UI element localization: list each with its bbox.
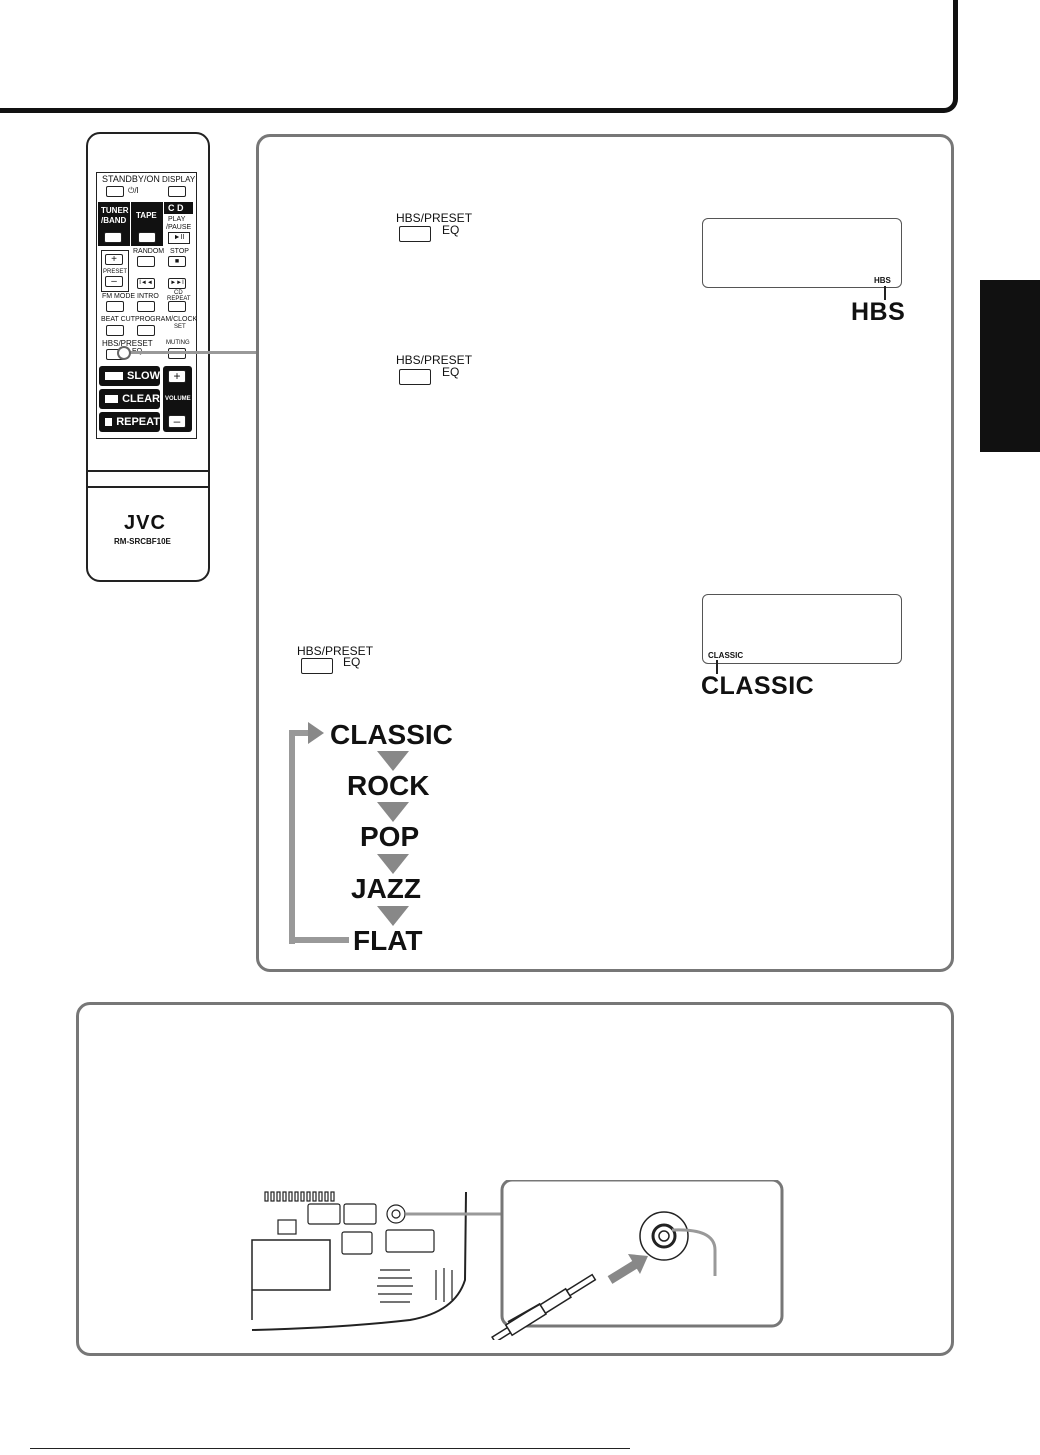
eq-text: EQ <box>442 223 460 237</box>
standby-button[interactable] <box>106 186 124 197</box>
eq-mode-classic: CLASSIC <box>330 719 453 750</box>
hbs-preset-text: HBS/PRESET <box>396 353 473 367</box>
cycle-arrow-line <box>289 730 311 736</box>
power-icon: ⏻/I <box>128 186 139 195</box>
program-button[interactable] <box>137 325 155 336</box>
phones-panel <box>76 1002 954 1356</box>
play-label: PLAY <box>168 216 186 223</box>
program-clock-label: PROGRAM/CLOCK <box>135 316 198 323</box>
lcd-display <box>702 594 902 664</box>
remote-divider <box>86 470 208 472</box>
slow-button[interactable]: SLOW <box>99 366 160 386</box>
standby-label: STANDBY/ON <box>102 174 160 184</box>
section-tab <box>980 280 1040 452</box>
random-label: RANDOM <box>133 248 165 255</box>
intro-label: INTRO <box>137 293 159 300</box>
next-button[interactable]: ►►I <box>168 278 186 289</box>
preset-label: PRESET <box>103 269 128 275</box>
remote-divider <box>86 486 208 488</box>
cd-repeat-button[interactable] <box>168 301 186 312</box>
cd-repeat-label: CD <box>174 290 183 296</box>
set-label: SET <box>174 324 186 330</box>
tape-button[interactable] <box>138 232 156 243</box>
footer-rule <box>30 1448 630 1449</box>
random-button[interactable] <box>137 256 155 267</box>
callout-line <box>884 286 886 300</box>
callout-line <box>122 351 258 354</box>
display-label: DISPLAY <box>162 175 196 184</box>
cycle-arrow-line <box>289 730 295 944</box>
eq-mode-rock: ROCK <box>347 770 430 801</box>
rear-panel-illustration <box>251 1180 784 1340</box>
eq-mode-pop: POP <box>360 821 420 852</box>
repeat-label: REPEAT <box>167 296 191 302</box>
hbs-preset-key[interactable] <box>399 226 431 242</box>
fm-mode-label: FM MODE <box>102 293 136 300</box>
hbs-preset-text: HBS/PRESET <box>396 211 473 225</box>
down-arrow-icon <box>377 906 409 926</box>
beat-cut-label: BEAT CUT <box>101 316 135 323</box>
eq-text: EQ <box>442 365 460 379</box>
preset-down-button[interactable]: – <box>105 276 123 287</box>
tuner-label: TUNER <box>101 206 129 215</box>
repeat-button[interactable]: REPEAT <box>99 412 160 432</box>
eq-text: EQ <box>343 655 361 669</box>
pause-label: /PAUSE <box>166 224 192 231</box>
fm-mode-button[interactable] <box>106 301 124 312</box>
clear-button[interactable]: CLEAR <box>99 389 160 409</box>
classic-callout: CLASSIC <box>701 672 815 700</box>
cd-label: C D <box>168 203 184 213</box>
remote-control <box>86 132 210 582</box>
callout-dot <box>117 346 131 360</box>
display-button[interactable] <box>168 186 186 197</box>
model-number: RM-SRCBF10E <box>114 537 171 546</box>
hbs-indicator: HBS <box>874 276 891 285</box>
tape-label: TAPE <box>136 211 157 220</box>
muting-label: MUTING <box>166 340 190 346</box>
header-frame <box>0 0 958 113</box>
eq-mode-jazz: JAZZ <box>351 873 421 904</box>
beat-cut-button[interactable] <box>106 325 124 336</box>
intro-button[interactable] <box>137 301 155 312</box>
hbs-preset-key[interactable] <box>399 369 431 385</box>
hbs-preset-text: HBS/PRESET <box>297 644 374 658</box>
remote-button-area <box>96 172 197 439</box>
preset-up-button[interactable]: + <box>105 254 123 265</box>
play-pause-button[interactable]: ►II <box>168 232 190 244</box>
classic-indicator: CLASSIC <box>708 651 744 660</box>
volume-label: VOLUME <box>165 396 191 402</box>
band-label: /BAND <box>101 216 127 225</box>
hbs-callout: HBS <box>851 298 906 326</box>
jvc-logo: JVC <box>124 512 166 534</box>
prev-button[interactable]: I◄◄ <box>137 278 155 289</box>
hbs-preset-label: HBS/PRESET <box>102 339 153 348</box>
lcd-display <box>702 218 902 288</box>
volume-down-button[interactable]: – <box>168 415 186 428</box>
hbs-eq-panel <box>256 134 954 972</box>
tuner-band-button[interactable] <box>104 232 122 243</box>
down-arrow-icon <box>377 751 409 771</box>
cycle-arrow-line <box>289 937 349 943</box>
callout-line <box>716 660 718 674</box>
down-arrow-icon <box>377 802 409 822</box>
stop-label: STOP <box>170 248 189 255</box>
volume-up-button[interactable]: + <box>168 370 186 383</box>
preset-rocker <box>101 250 129 292</box>
eq-mode-flat: FLAT <box>353 925 423 956</box>
down-arrow-icon <box>377 854 409 874</box>
stop-button[interactable]: ■ <box>168 256 186 267</box>
hbs-preset-key[interactable] <box>301 658 333 674</box>
cycle-arrow-head <box>308 722 324 744</box>
